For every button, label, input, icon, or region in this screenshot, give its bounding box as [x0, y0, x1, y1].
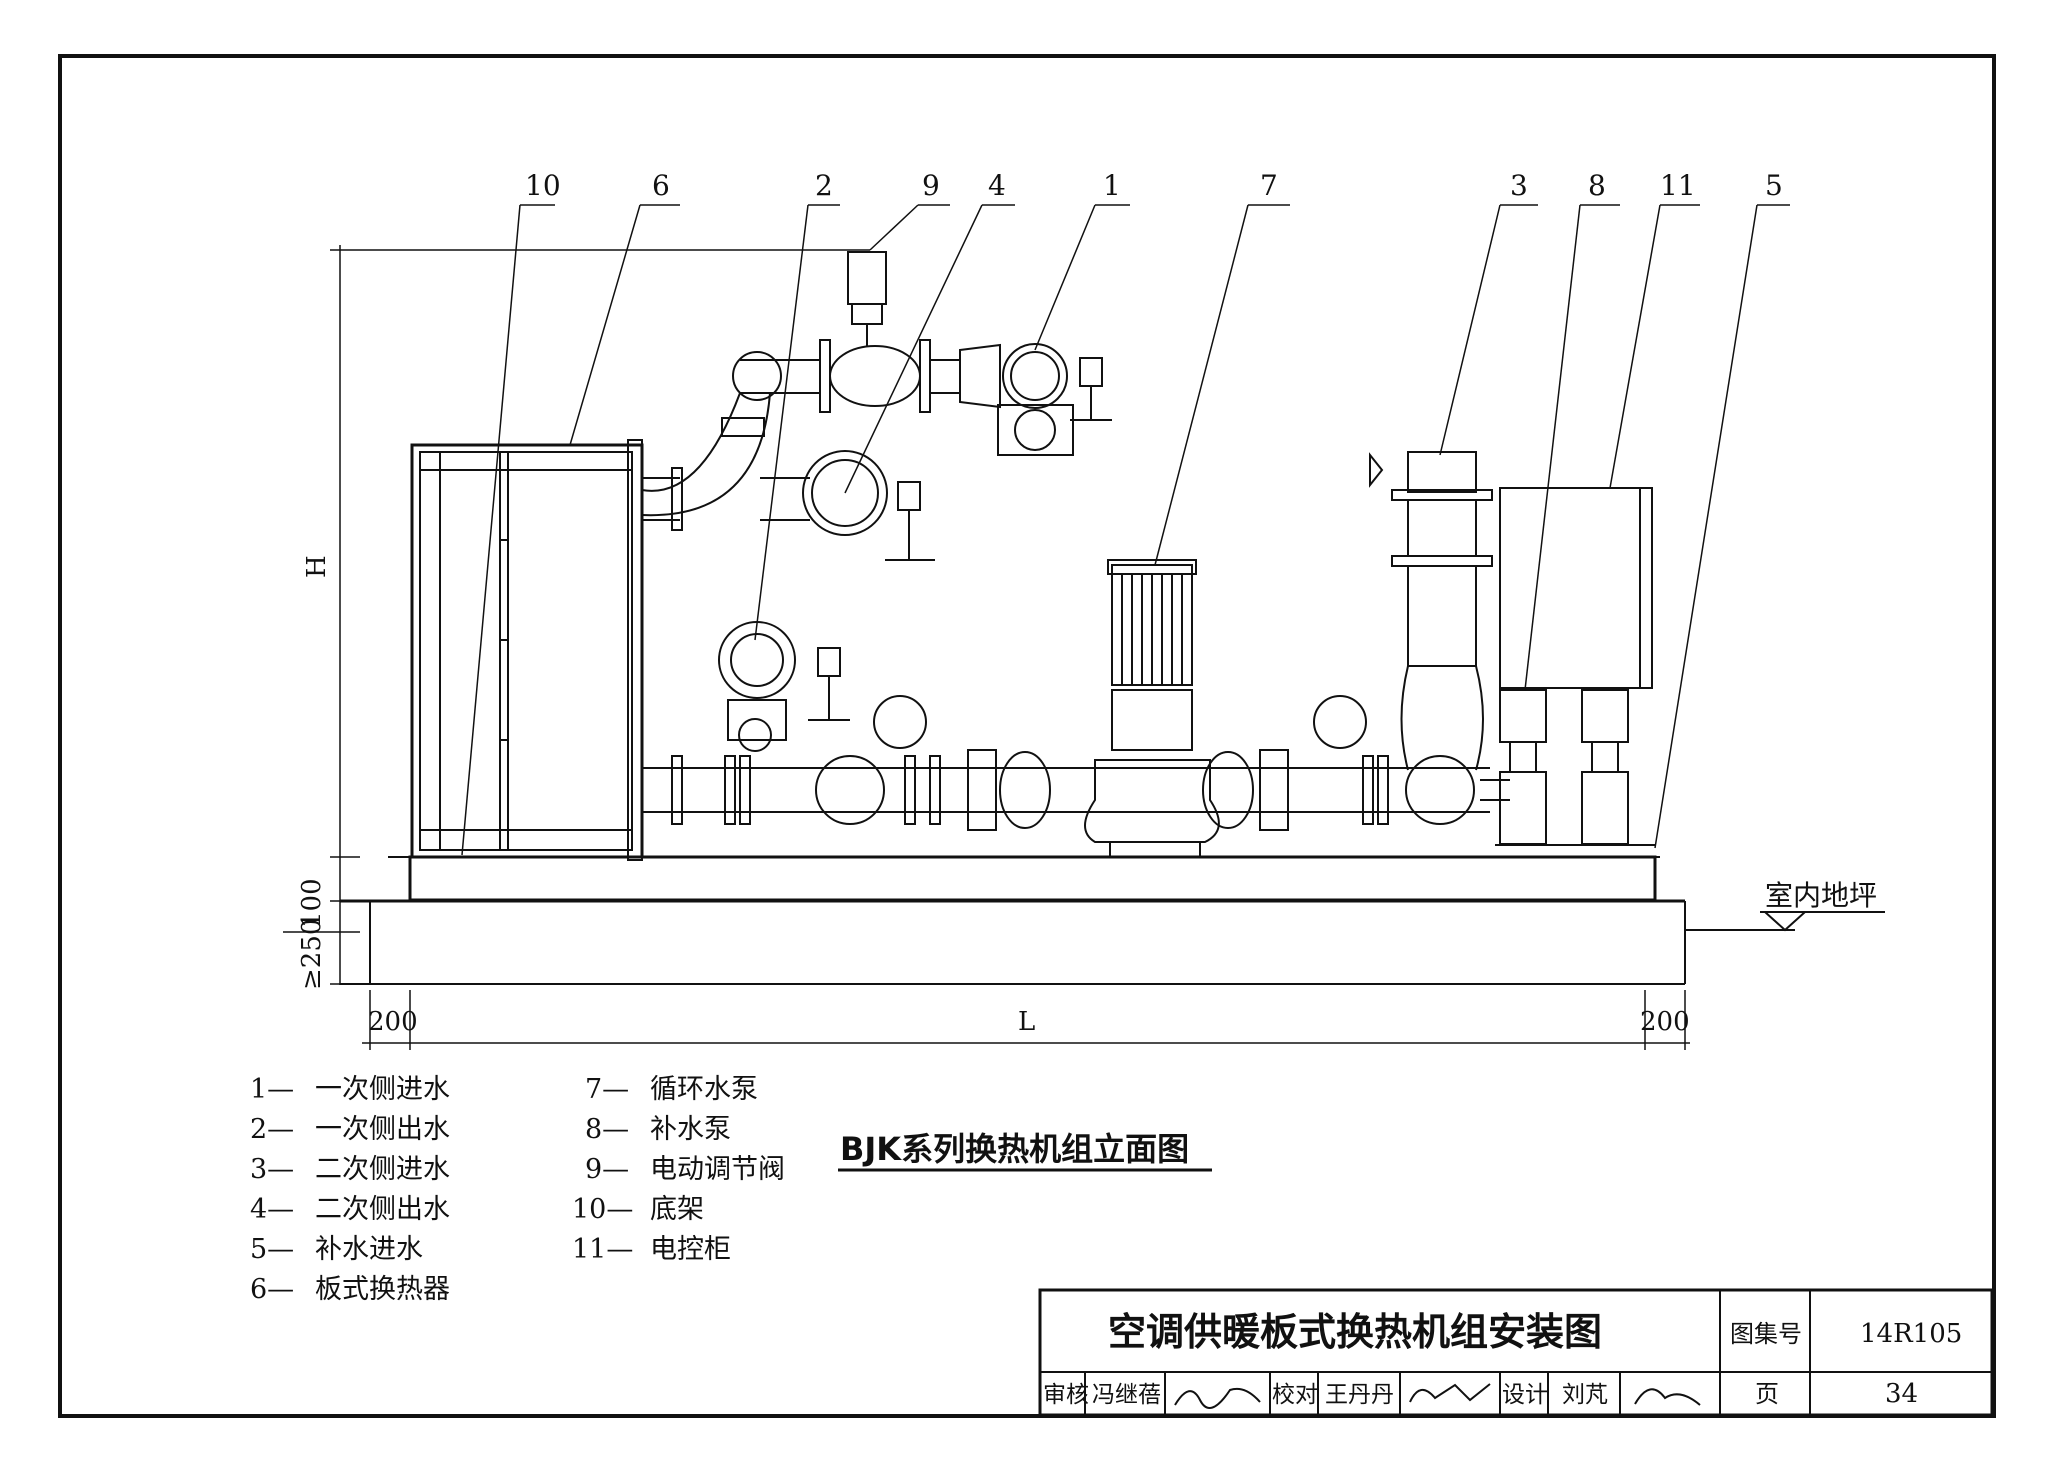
- checker-name: 王丹丹: [1325, 1382, 1394, 1408]
- drawing-title: BJK系列换热机组立面图: [840, 1130, 1189, 1168]
- designer-name: 刘芃: [1562, 1382, 1608, 1408]
- dim-right-margin: 200: [1640, 1007, 1690, 1037]
- callout-6: 6: [652, 169, 670, 202]
- designer-signature: [1634, 1388, 1701, 1406]
- callout-7: 7: [1260, 169, 1278, 202]
- reviewer-signature: [1174, 1387, 1261, 1409]
- legend-text-10: 底架: [650, 1194, 704, 1225]
- lower-header-pipe: [642, 695, 1510, 831]
- legend-text-7: 循环水泵: [650, 1074, 758, 1105]
- legend-text-1: 一次侧进水: [315, 1074, 450, 1105]
- legend-num-11: 11—: [572, 1234, 633, 1265]
- callout-9: 9: [922, 169, 940, 202]
- legend-num-2: 2—: [250, 1114, 294, 1145]
- legend-text-6: 板式换热器: [315, 1274, 450, 1305]
- equipment-elevation: [283, 204, 1885, 1050]
- plate-heat-exchanger: [410, 439, 644, 861]
- legend-num-7: 7—: [585, 1074, 629, 1105]
- legend-num-4: 4—: [250, 1194, 294, 1225]
- makeup-pumps: [1495, 689, 1655, 846]
- dim-height: H: [302, 555, 332, 578]
- title-block-title: 空调供暖板式换热机组安装图: [1108, 1310, 1602, 1354]
- dim-left-margin: 200: [368, 1007, 418, 1037]
- review-label: 审核: [1043, 1382, 1089, 1408]
- legend-num-10: 10—: [572, 1194, 633, 1225]
- legend-num-5: 5—: [250, 1234, 294, 1265]
- callout-leaders: [461, 204, 1790, 856]
- secondary-outlet-piping: [641, 392, 935, 561]
- legend-text-3: 二次侧进水: [315, 1154, 450, 1185]
- legend-num-3: 3—: [250, 1154, 294, 1185]
- dimension-texts: H 100 ≥250 200 L 200: [297, 555, 1690, 1037]
- callout-11: 11: [1660, 169, 1696, 202]
- legend-num-6: 6—: [250, 1274, 294, 1305]
- callout-4: 4: [988, 169, 1006, 202]
- legend-text-4: 二次侧出水: [315, 1194, 450, 1225]
- legend-text-5: 补水进水: [315, 1234, 423, 1265]
- circulation-pump: [1084, 559, 1220, 858]
- legend-text-2: 一次侧出水: [315, 1114, 450, 1145]
- legend: 1— 一次侧进水 2— 一次侧出水 3— 二次侧进水 4— 二次侧出水 5— 补…: [250, 1074, 785, 1305]
- dimension-lines: [283, 245, 1690, 1050]
- base-frame: [408, 855, 1657, 902]
- dim-pit-depth: ≥250: [297, 919, 327, 990]
- legend-text-9: 电动调节阀: [650, 1154, 785, 1185]
- reviewer-name: 冯继蓓: [1092, 1382, 1161, 1408]
- legend-num-9: 9—: [585, 1154, 629, 1185]
- checker-signature: [1409, 1383, 1491, 1403]
- legend-text-11: 电控柜: [650, 1234, 731, 1265]
- electric-control-valve: [847, 251, 887, 346]
- dim-base-thickness: 100: [297, 878, 327, 928]
- legend-text-8: 补水泵: [650, 1114, 731, 1145]
- floor-level-marker: [1760, 911, 1885, 932]
- design-label: 设计: [1502, 1382, 1548, 1408]
- legend-num-8: 8—: [585, 1114, 629, 1145]
- sheet-frame: [58, 54, 1996, 1418]
- callout-5: 5: [1765, 169, 1783, 202]
- primary-inlet-piping: [732, 339, 1112, 456]
- atlas-number: 14R105: [1860, 1319, 1962, 1349]
- check-label: 校对: [1272, 1382, 1318, 1408]
- page-label: 页: [1755, 1380, 1779, 1408]
- floor-label: 室内地坪: [1765, 879, 1877, 912]
- atlas-label: 图集号: [1730, 1320, 1802, 1348]
- page-number: 34: [1885, 1379, 1918, 1409]
- callout-10: 10: [525, 169, 561, 202]
- secondary-inlet-piping: [1369, 451, 1493, 771]
- dim-length: L: [1018, 1007, 1035, 1037]
- callout-3: 3: [1510, 169, 1528, 202]
- title-block: 空调供暖板式换热机组安装图 图集号 14R105 审核 冯继蓓 校对 王丹丹 设…: [1038, 1288, 1994, 1417]
- callout-1: 1: [1103, 169, 1121, 202]
- callout-numbers: 10 6 2 9 4 1 7 3 8 11 5: [525, 169, 1783, 202]
- control-cabinet: [1499, 487, 1653, 689]
- callout-8: 8: [1588, 169, 1606, 202]
- callout-2: 2: [815, 169, 833, 202]
- legend-num-1: 1—: [250, 1074, 294, 1105]
- primary-outlet-piping: [718, 621, 850, 752]
